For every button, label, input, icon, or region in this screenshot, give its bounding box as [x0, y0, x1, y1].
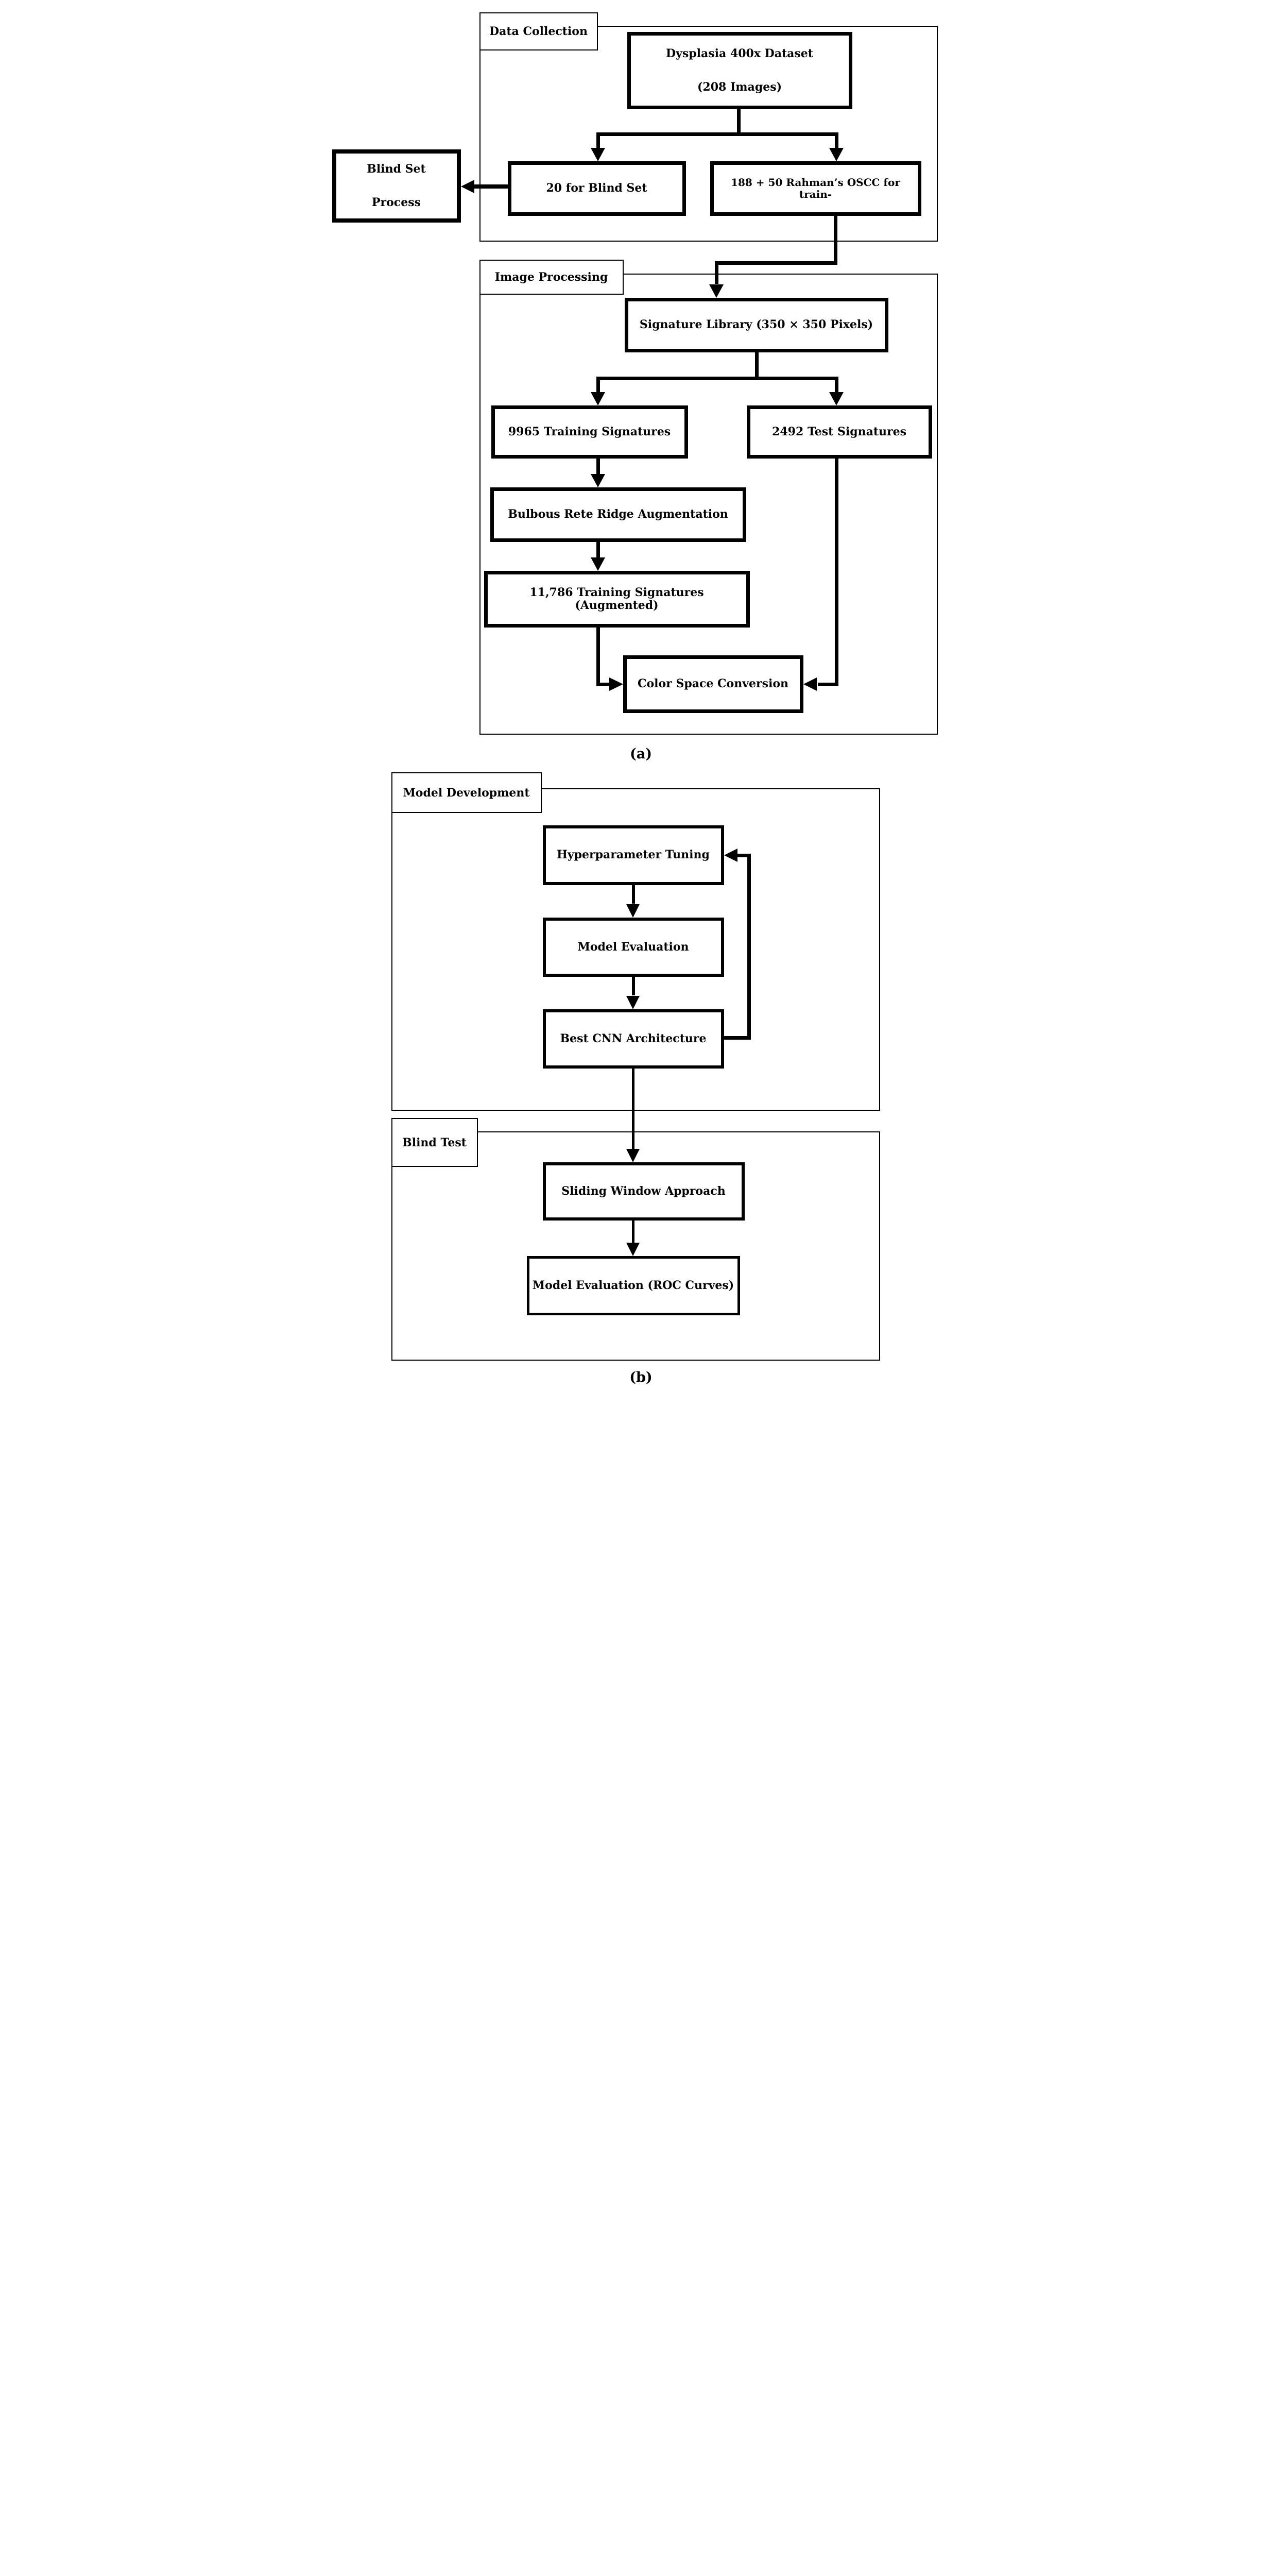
- process-box-best-cnn: Best CNN Architecture: [542, 1009, 724, 1069]
- arrowhead-left-into-color-space: [609, 677, 623, 691]
- connector-signature-library-down: [754, 352, 759, 380]
- blind-test-label-text: Blind Test: [402, 1136, 467, 1149]
- flowchart-page: Data Collection Image Processing Dysplas…: [321, 0, 966, 1434]
- process-box-augmented-signatures: 11,786 Training Signatures (Augmented): [484, 571, 750, 628]
- connector-signature-split-left-stub: [596, 377, 600, 393]
- process-box-roc-evaluation: Model Evaluation (ROC Curves): [526, 1256, 740, 1315]
- process-box-training-signatures: 9965 Training Signatures: [491, 405, 688, 459]
- container-model-development: [391, 788, 880, 1111]
- container-label-image-processing: Image Processing: [479, 260, 624, 295]
- sliding-window-text: Sliding Window Approach: [561, 1184, 726, 1198]
- container-data-collection: [479, 26, 938, 242]
- arrowhead-to-blind-set-process: [460, 180, 474, 193]
- process-box-augmentation: Bulbous Rete Ridge Augmentation: [490, 487, 746, 542]
- arrowhead-feedback-into-hyperparameter: [724, 849, 737, 862]
- arrowhead-to-augmented-signatures: [590, 557, 605, 571]
- arrowhead-to-signature-library: [709, 284, 724, 298]
- connector-train-set-jog: [714, 261, 837, 265]
- process-box-20-for-blind-set: 20 for Blind Set: [507, 161, 686, 216]
- connector-test-signatures-left: [817, 683, 838, 686]
- connector-dataset-split: [596, 132, 838, 136]
- connector-feedback-bottom: [724, 1036, 751, 1040]
- connector-into-signature-library: [714, 261, 718, 284]
- connector-split-right-stub: [834, 132, 838, 149]
- process-box-hyperparameter-tuning: Hyperparameter Tuning: [542, 825, 724, 885]
- connector-signature-split-right-stub: [834, 377, 838, 393]
- container-label-data-collection: Data Collection: [479, 12, 598, 50]
- process-box-dysplasia-dataset: Dysplasia 400x Dataset (208 Images): [627, 32, 852, 109]
- image-processing-label-text: Image Processing: [494, 270, 608, 284]
- connector-to-sliding-window: [631, 1069, 634, 1149]
- container-blind-test: [391, 1131, 880, 1361]
- process-box-model-evaluation: Model Evaluation: [542, 918, 724, 977]
- model-development-label-text: Model Development: [403, 786, 530, 800]
- augmented-signatures-text: 11,786 Training Signatures (Augmented): [529, 585, 704, 612]
- test-signatures-text: 2492 Test Signatures: [772, 425, 906, 438]
- connector-augmented-down: [596, 628, 600, 686]
- connector-to-model-evaluation: [631, 885, 635, 904]
- hyperparameter-tuning-text: Hyperparameter Tuning: [557, 848, 710, 862]
- arrowhead-to-best-cnn: [626, 996, 640, 1009]
- blind-set-text: 20 for Blind Set: [546, 181, 647, 195]
- arrowhead-to-roc-evaluation: [626, 1243, 640, 1256]
- arrowhead-to-test-signatures: [829, 392, 844, 405]
- caption-b: (b): [629, 1369, 653, 1385]
- roc-evaluation-text: Model Evaluation (ROC Curves): [532, 1278, 734, 1292]
- best-cnn-text: Best CNN Architecture: [560, 1031, 707, 1045]
- data-collection-label-text: Data Collection: [489, 25, 588, 38]
- connector-signature-split: [596, 377, 838, 380]
- arrowhead-to-blind-set: [590, 148, 605, 161]
- dysplasia-dataset-line1: Dysplasia 400x Dataset: [666, 46, 813, 60]
- connector-augmented-right: [596, 683, 611, 686]
- connector-test-signatures-down: [834, 459, 838, 686]
- color-space-text: Color Space Conversion: [637, 677, 788, 691]
- connector-train-set-down: [833, 216, 837, 265]
- connector-to-best-cnn: [631, 977, 635, 995]
- connector-split-left-stub: [596, 132, 600, 149]
- container-image-processing: [479, 274, 938, 735]
- connector-to-augmented-signatures: [596, 542, 600, 558]
- process-box-signature-library: Signature Library (350 × 350 Pixels): [624, 298, 888, 352]
- augmentation-text: Bulbous Rete Ridge Augmentation: [508, 507, 728, 521]
- connector-feedback-up: [747, 854, 751, 1040]
- arrowhead-right-into-color-space: [803, 677, 817, 691]
- arrowhead-to-model-evaluation: [626, 904, 640, 918]
- dysplasia-dataset-line2: (208 Images): [697, 80, 782, 94]
- connector-to-roc-evaluation: [631, 1221, 634, 1243]
- connector-to-blind-set-process: [473, 184, 508, 189]
- arrowhead-to-augmentation: [590, 474, 605, 487]
- training-signatures-text: 9965 Training Signatures: [508, 425, 671, 438]
- container-label-model-development: Model Development: [391, 772, 542, 813]
- arrowhead-to-train-set: [829, 148, 844, 161]
- blind-set-process-line1: Blind Set: [367, 162, 426, 176]
- blind-set-process-line2: Process: [372, 196, 421, 209]
- arrowhead-to-training-signatures: [590, 392, 605, 405]
- model-evaluation-text: Model Evaluation: [577, 940, 689, 954]
- caption-a: (a): [629, 746, 653, 762]
- signature-library-text: Signature Library (350 × 350 Pixels): [639, 318, 873, 332]
- connector-to-augmentation: [596, 459, 600, 475]
- arrowhead-to-sliding-window: [626, 1149, 640, 1162]
- process-box-color-space: Color Space Conversion: [623, 655, 803, 713]
- process-box-train-set: 188 + 50 Rahman’s OSCC for train-: [710, 161, 921, 216]
- connector-feedback-top: [737, 854, 751, 857]
- process-box-sliding-window: Sliding Window Approach: [542, 1162, 745, 1221]
- train-set-text: 188 + 50 Rahman’s OSCC for train-: [731, 176, 900, 200]
- process-box-blind-set-process: Blind Set Process: [332, 149, 461, 223]
- container-label-blind-test: Blind Test: [391, 1118, 478, 1167]
- connector-dataset-down: [736, 109, 741, 136]
- process-box-test-signatures: 2492 Test Signatures: [746, 405, 932, 459]
